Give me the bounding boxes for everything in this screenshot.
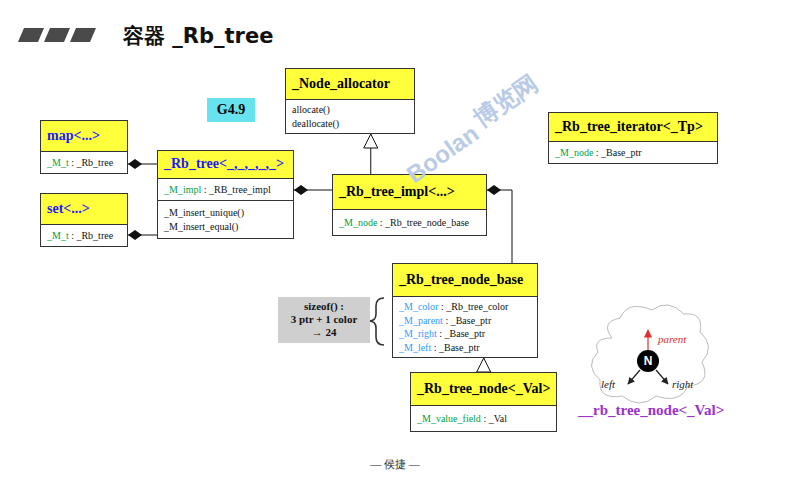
class-section: _M_value_field : _Val: [411, 405, 556, 431]
parent-arrow: [647, 330, 648, 350]
class-header: _Rb_tree_iterator<_Tp>: [549, 113, 717, 141]
header-marks: [18, 28, 96, 42]
inheritance-link: [483, 358, 484, 372]
class-header: _Rb_tree_node_base: [393, 264, 537, 296]
class-header: _Node_allocator: [286, 69, 414, 99]
note-text: sizeof() :3 ptr + 1 color→ 24: [284, 300, 364, 340]
member-text: _M_node : _Rb_tree_node_base: [339, 216, 480, 230]
class-section: _M_t : _Rb_tree: [41, 224, 127, 246]
class-header: _Rb_tree_impl<...>: [333, 175, 486, 209]
class-section: _M_insert_unique()_M_insert_equal(): [158, 200, 293, 238]
cloud: [591, 305, 708, 403]
member-text: _M_value_field : _Val: [417, 412, 550, 426]
note-text: G4.9: [213, 102, 249, 119]
class-header: _Rb_tree<_,_,_,_,_>: [158, 151, 293, 178]
class-name: map<...>: [47, 128, 121, 145]
class-name: _Node_allocator: [292, 76, 408, 93]
parent-label: parent: [658, 333, 686, 345]
brace: [369, 298, 384, 345]
class-section: _M_impl : _RB_tree_impl: [158, 178, 293, 200]
class-section: _M_t : _Rb_tree: [41, 151, 127, 173]
page-title: 容器 _Rb_tree: [123, 22, 273, 50]
class-header: sizeof() :3 ptr + 1 color→ 24: [278, 297, 370, 343]
class-box: _Rb_tree_iterator<_Tp> _M_node : _Base_pt…: [548, 112, 718, 164]
class-section: _M_node : _Base_ptr: [549, 141, 717, 163]
class-box: _Rb_tree<_,_,_,_,_> _M_impl : _RB_tree_im…: [157, 150, 294, 239]
footer-author: — 侯捷 —: [365, 457, 425, 472]
class-name: _Rb_tree_iterator<_Tp>: [555, 119, 711, 136]
member-text: _M_impl : _RB_tree_impl: [164, 183, 287, 197]
right-arrow: [656, 370, 668, 384]
class-section: allocate()deallocate(): [286, 99, 414, 133]
member-text: _M_color : _Rb_tree_color_M_parent : _Ba…: [399, 300, 531, 354]
composition-link: [128, 164, 157, 165]
node-letter: N: [641, 354, 655, 368]
member-text: _M_t : _Rb_tree: [47, 156, 121, 170]
class-header: set<...>: [41, 194, 127, 224]
class-name: _Rb_tree_node_base: [399, 272, 531, 289]
class-name: _Rb_tree_impl<...>: [339, 184, 480, 201]
class-box: map<...> _M_t : _Rb_tree: [40, 120, 128, 174]
class-name: _Rb_tree<_,_,_,_,_>: [164, 156, 287, 173]
caption-label: __rb_tree_node<_Val>: [578, 402, 724, 419]
inheritance-link: [370, 134, 371, 174]
class-name: _Rb_tree_node<_Val>: [417, 381, 550, 398]
class-section: _M_node : _Rb_tree_node_base: [333, 209, 486, 235]
class-box: _Rb_tree_node<_Val> _M_value_field : _Val: [410, 372, 557, 432]
class-header: map<...>: [41, 121, 127, 151]
class-header: G4.9: [207, 98, 255, 122]
class-header: _Rb_tree_node<_Val>: [411, 373, 556, 405]
watermark: 博览网: [467, 67, 544, 135]
composition-link: [487, 190, 512, 263]
class-box: _Rb_tree_impl<...> _M_node : _Rb_tree_nod…: [332, 174, 487, 236]
composition-link: [128, 235, 157, 236]
class-box: _Node_allocator allocate()deallocate(): [285, 68, 415, 134]
left-label: left: [601, 378, 615, 390]
member-text: _M_insert_unique()_M_insert_equal(): [164, 206, 287, 233]
class-section: _M_color : _Rb_tree_color_M_parent : _Ba…: [393, 296, 537, 357]
tree-node-circle: [637, 350, 659, 372]
class-box: _Rb_tree_node_base _M_color : _Rb_tree_co…: [392, 263, 538, 358]
size-note: sizeof() :3 ptr + 1 color→ 24: [278, 297, 370, 343]
version-tag: G4.9: [207, 98, 255, 122]
member-text: _M_node : _Base_ptr: [555, 146, 711, 160]
left-arrow: [628, 370, 640, 384]
member-text: allocate()deallocate(): [292, 103, 408, 130]
class-box: set<...> _M_t : _Rb_tree: [40, 193, 128, 247]
composition-link: [294, 190, 332, 191]
class-name: set<...>: [47, 201, 121, 218]
member-text: _M_t : _Rb_tree: [47, 229, 121, 243]
right-label: right: [672, 378, 693, 390]
